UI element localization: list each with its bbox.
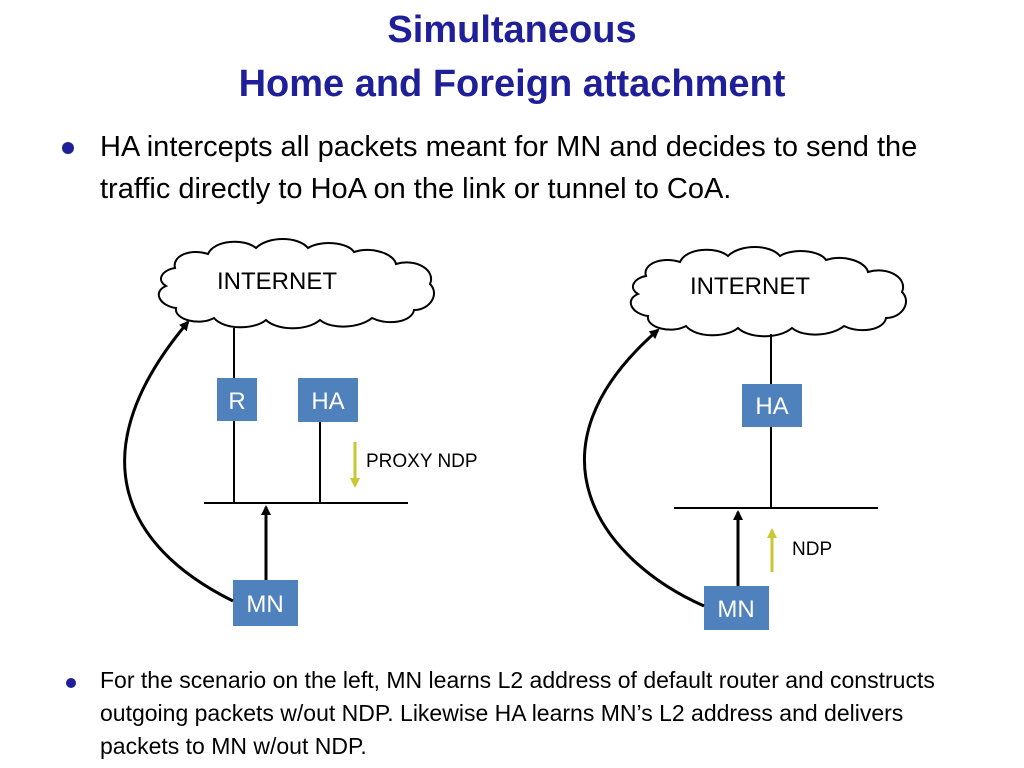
left-ha-label: HA bbox=[311, 388, 344, 415]
right-mn-to-internet-arrow bbox=[582, 328, 705, 608]
bullet-dot-icon bbox=[66, 678, 76, 688]
left-router-box bbox=[217, 378, 257, 421]
right-mn-label: MN bbox=[717, 596, 754, 623]
right-ndp-label: NDP bbox=[792, 539, 832, 560]
left-mn-to-internet-arrow bbox=[123, 320, 234, 603]
bullet-text-2: For the scenario on the left, MN learns … bbox=[100, 667, 935, 759]
right-ha-box bbox=[742, 384, 802, 427]
left-ha-box bbox=[298, 378, 358, 422]
right-cloud-icon bbox=[629, 246, 907, 338]
left-mn-box bbox=[233, 580, 298, 626]
right-ha-label: HA bbox=[755, 393, 788, 420]
left-proxy-ndp-label: PROXY NDP bbox=[366, 451, 478, 472]
right-mn-box bbox=[704, 586, 769, 630]
bullet-text-1: HA intercepts all packets meant for MN a… bbox=[100, 131, 918, 205]
right-diagram: INTERNET HA MN NDP bbox=[582, 246, 907, 630]
left-diagram: INTERNET R HA MN PROXY NDP bbox=[123, 238, 478, 626]
left-router-label: R bbox=[228, 388, 245, 415]
left-mn-label: MN bbox=[246, 591, 283, 618]
right-cloud-label: INTERNET bbox=[690, 273, 810, 300]
bullet-dot-icon bbox=[62, 142, 74, 154]
slide-title-line2: Home and Foreign attachment bbox=[238, 63, 786, 105]
left-cloud-label: INTERNET bbox=[217, 268, 337, 295]
left-cloud-icon bbox=[157, 238, 435, 330]
slide-title-line1: Simultaneous bbox=[387, 9, 637, 51]
